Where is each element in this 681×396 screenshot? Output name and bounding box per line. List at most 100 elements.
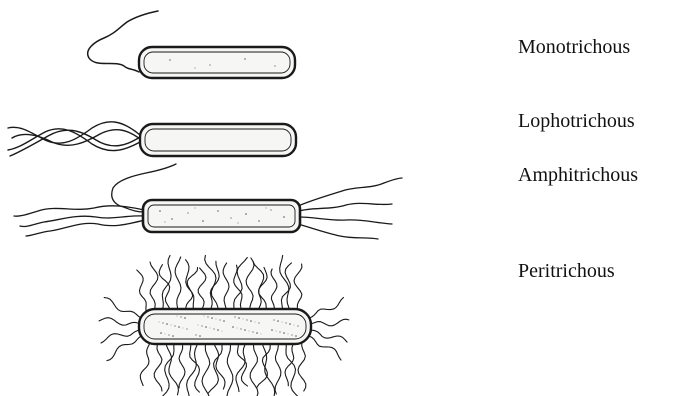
peritrichous-granule — [297, 325, 298, 326]
peritrichous-granule — [255, 322, 256, 323]
peritrichous-granule — [256, 332, 258, 334]
peritrichous-granule — [276, 331, 277, 332]
label-lophotrichous: Lophotrichous — [518, 111, 635, 131]
lophotrichous-flagella-tuft — [8, 122, 140, 156]
peritrichous-flagellum — [210, 261, 219, 311]
monotrichous-bacterium — [88, 11, 295, 78]
peritrichous-granule — [171, 325, 172, 326]
peritrichous-flagellum — [262, 342, 275, 396]
peritrichous-flagellum — [202, 342, 210, 396]
peritrichous-flagellum — [99, 318, 141, 326]
peritrichous-flagellum — [214, 342, 225, 389]
peritrichous-granule — [150, 316, 151, 317]
peritrichous-granule — [279, 331, 280, 332]
peritrichous-flagellum — [237, 342, 247, 386]
peritrichous-flagellum — [227, 342, 233, 396]
peritrichous-granule — [283, 332, 285, 334]
label-monotrichous: Monotrichous — [518, 37, 630, 57]
peritrichous-flagellum — [154, 342, 162, 391]
peritrichous-flagellum — [294, 264, 302, 311]
peritrichous-flagellum — [257, 342, 270, 387]
peritrichous-flagellum — [140, 342, 150, 386]
peritrichous-granule — [174, 325, 175, 326]
peritrichous-flagellum — [186, 260, 195, 311]
amphitrichous-right-flagella — [298, 178, 402, 239]
peritrichous-flagellum — [281, 263, 291, 311]
peritrichous-flagellum — [298, 342, 306, 391]
peritrichous-granule — [195, 334, 196, 335]
peritrichous-granule — [288, 334, 289, 335]
peritrichous-flagellum — [107, 336, 141, 361]
peritrichous-granule — [246, 319, 247, 320]
label-peritrichous: Peritrichous — [518, 261, 615, 281]
peritrichous-flagellum — [101, 330, 141, 343]
peritrichous-flagellum — [275, 342, 281, 394]
peritrichous-granule — [168, 334, 169, 335]
peritrichous-granule — [160, 332, 162, 334]
peritrichous-granule — [198, 325, 199, 326]
peritrichous-granule — [210, 328, 211, 329]
peritrichous-granule — [294, 325, 295, 326]
peritrichous-flagellum — [309, 336, 341, 360]
peritrichous-granule — [232, 326, 234, 328]
amphitrichous-bacterium — [14, 164, 402, 239]
peritrichous-flagellum — [190, 342, 200, 392]
peritrichous-flagellum — [234, 265, 242, 311]
peritrichous-granule — [159, 322, 160, 323]
peritrichous-flagellum — [166, 342, 178, 395]
peritrichous-flagellum — [250, 342, 258, 396]
peritrichous-granule — [295, 335, 297, 337]
peritrichous-granule — [237, 328, 238, 329]
peritrichous-flagellum — [208, 342, 222, 393]
peritrichous-granule — [180, 316, 181, 317]
peritrichous-granule — [244, 329, 246, 331]
peritrichous-granule — [285, 322, 286, 323]
peritrichous-granule — [282, 322, 283, 323]
peritrichous-granule — [217, 329, 219, 331]
peritrichous-flagellum — [159, 265, 170, 311]
peritrichous-granule — [204, 316, 205, 317]
peritrichous-flagellum — [246, 258, 254, 311]
peritrichous-granule — [219, 319, 220, 320]
peritrichous-granule — [271, 329, 273, 331]
peritrichous-flagellum — [309, 319, 349, 326]
lophotrichous-bacterium — [8, 122, 296, 156]
peritrichous-granule — [243, 319, 244, 320]
peritrichous-flagellum — [175, 257, 181, 311]
peritrichous-granule — [178, 326, 180, 328]
peritrichous-granule — [273, 319, 274, 320]
peritrichous-granule — [172, 335, 174, 337]
peritrichous-flagellum — [223, 263, 229, 311]
peritrichous-granule — [211, 317, 213, 319]
peritrichous-granule — [258, 322, 259, 323]
peritrichous-granule — [186, 328, 187, 329]
peritrichous-flagellum — [179, 342, 185, 388]
peritrichous-granule — [249, 331, 250, 332]
peritrichous-granule — [223, 320, 225, 322]
peritrichous-granule — [165, 334, 166, 335]
label-amphitrichous: Amphitrichous — [518, 165, 638, 185]
peritrichous-granule — [240, 328, 241, 329]
peritrichous-granule — [213, 328, 214, 329]
peritrichous-granule — [205, 326, 207, 328]
peritrichous-granule — [250, 320, 252, 322]
peritrichous-flagellum — [271, 269, 277, 311]
peritrichous-granule — [177, 316, 178, 317]
peritrichous-flagellum — [137, 270, 146, 311]
peritrichous-granule — [201, 325, 202, 326]
peritrichous-granule — [199, 335, 201, 337]
peritrichous-granule — [222, 331, 223, 332]
peritrichous-granule — [207, 316, 208, 317]
peritrichous-granule — [291, 334, 292, 335]
peritrichous-granule — [252, 331, 253, 332]
peritrichous-granule — [277, 320, 279, 322]
peritrichous-flagellum — [104, 298, 141, 318]
peritrichous-granule — [289, 323, 291, 325]
peritrichous-bacterium — [99, 255, 349, 396]
peritrichous-flagellum — [150, 262, 158, 311]
peritrichous-flagellum — [309, 298, 344, 319]
peritrichous-granule — [162, 322, 163, 323]
peritrichous-granule — [216, 319, 217, 320]
peritrichous-granule — [166, 323, 168, 325]
